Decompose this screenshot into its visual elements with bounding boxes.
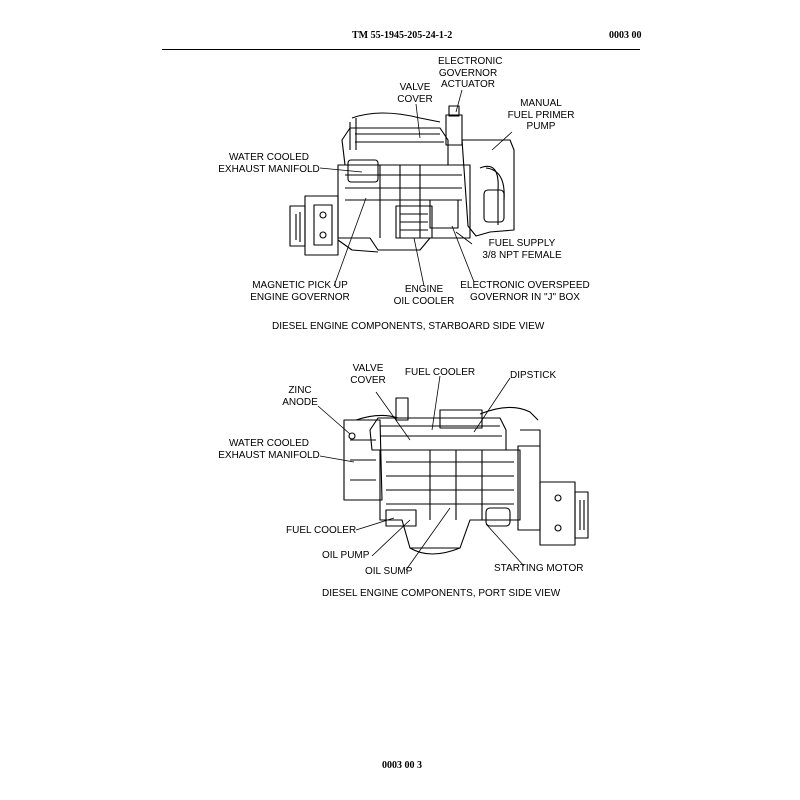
label-engine-oil-cooler: ENGINE OIL COOLER [393, 284, 455, 307]
label-valve-cover-starboard: VALVE COVER [397, 82, 433, 105]
label-water-cooled-exhaust-manifold-port: WATER COOLED EXHAUST MANIFOLD [218, 438, 320, 461]
document-number: TM 55-1945-205-24-1-2 [352, 30, 453, 41]
caption-starboard-view: DIESEL ENGINE COMPONENTS, STARBOARD SIDE… [272, 321, 545, 332]
label-fuel-cooler-left: FUEL COOLER [286, 525, 357, 536]
label-valve-cover-port: VALVE COVER [350, 363, 386, 386]
label-zinc-anode: ZINC ANODE [282, 385, 318, 408]
label-oil-sump: OIL SUMP [365, 566, 413, 577]
label-magnetic-pick-up: MAGNETIC PICK UP ENGINE GOVERNOR [250, 280, 350, 303]
caption-port-view: DIESEL ENGINE COMPONENTS, PORT SIDE VIEW [322, 588, 561, 599]
work-package-number: 0003 00 [609, 30, 642, 41]
label-water-cooled-exhaust-manifold-starboard: WATER COOLED EXHAUST MANIFOLD [218, 152, 320, 175]
label-fuel-supply: FUEL SUPPLY 3/8 NPT FEMALE [482, 238, 562, 261]
label-oil-pump: OIL PUMP [322, 550, 370, 561]
label-dipstick: DIPSTICK [510, 370, 557, 381]
label-fuel-cooler-top: FUEL COOLER [404, 367, 476, 378]
label-electronic-governor-actuator: ELECTRONIC GOVERNOR ACTUATOR [438, 56, 503, 90]
label-manual-fuel-primer-pump: MANUAL FUEL PRIMER PUMP [507, 98, 575, 132]
header-rule [162, 49, 640, 50]
page-number: 0003 00 3 [382, 760, 422, 771]
label-electronic-overspeed-governor: ELECTRONIC OVERSPEED GOVERNOR IN "J" BOX [460, 280, 590, 303]
label-starting-motor: STARTING MOTOR [494, 563, 584, 574]
